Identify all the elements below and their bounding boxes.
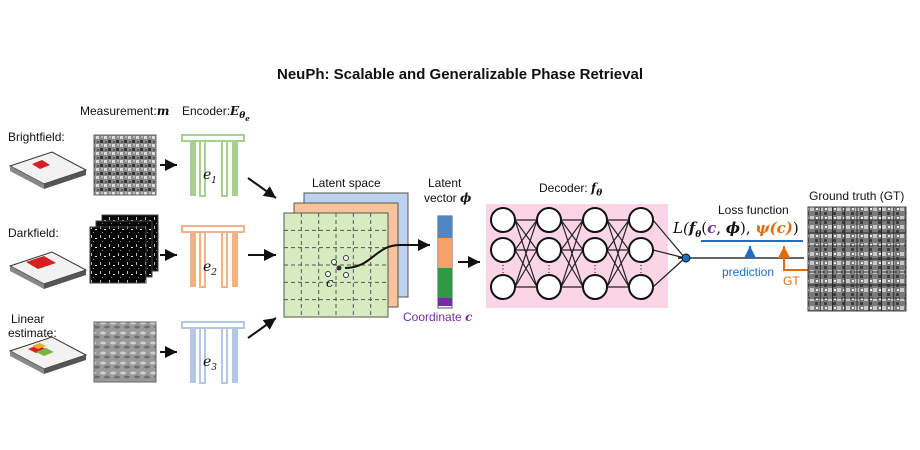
decoder-neuron xyxy=(628,274,654,300)
decoder-connection xyxy=(560,249,584,288)
decoder-neuron xyxy=(628,207,654,233)
coordinate-word: Coordinate xyxy=(403,310,462,324)
linear-label-line1: Linear xyxy=(11,312,45,326)
loss-f-sub: θ xyxy=(695,230,702,240)
encoder-2-block xyxy=(181,225,245,288)
loss-open: ( xyxy=(701,219,708,237)
brightfield-label: Brightfield: xyxy=(8,130,65,144)
decoder-label: Decoder: xyxy=(539,181,588,195)
loss-close: ), xyxy=(739,219,756,237)
decoder-neuron xyxy=(490,237,516,263)
decoder-output-node xyxy=(681,253,691,263)
decoder-neuron xyxy=(582,274,608,300)
latent-vector-symbol: ϕ xyxy=(460,191,472,205)
decoder-connection xyxy=(514,219,538,288)
decoder-connection xyxy=(606,249,630,288)
decoder-output-connection xyxy=(652,249,686,259)
encoder-3-symbol: e xyxy=(203,354,212,370)
brightfield-measurement-image xyxy=(93,134,157,196)
measurement-label: Measurement: xyxy=(80,104,157,118)
latent-vector-bar xyxy=(437,215,453,309)
ground-truth-title: Ground truth (GT) xyxy=(809,189,905,203)
encoder-heading: Encoder:Eθe xyxy=(182,105,250,122)
loss-end: ) xyxy=(792,219,799,237)
latent-to-vector-arrow xyxy=(344,239,430,269)
decoder-symbol: f xyxy=(591,181,597,195)
encoder-1-output: e1 xyxy=(203,168,217,186)
gt-label: GT xyxy=(783,274,800,288)
latent-sample-points xyxy=(325,255,349,278)
darkfield-label: Darkfield: xyxy=(8,226,59,240)
encoder-3-output: e3 xyxy=(203,355,217,373)
encoder-2-output: e2 xyxy=(203,260,217,278)
decoder-connection xyxy=(514,219,538,251)
decoder-neuron xyxy=(536,237,562,263)
diagram-title: NeuPh: Scalable and Generalizable Phase … xyxy=(277,66,643,83)
measurement-symbol: m xyxy=(156,104,170,118)
loss-c: c xyxy=(707,219,717,237)
prediction-label: prediction xyxy=(722,265,775,279)
decoder-network: ⋮ ⋮ ⋮ ⋮ xyxy=(490,207,691,300)
loss-expression: L(fθ(c, ϕ), ψ(c)) xyxy=(673,221,799,240)
decoder-output-connection xyxy=(652,257,686,288)
decoder-ellipsis: ⋮ xyxy=(636,264,646,275)
decoder-output-connection xyxy=(652,219,686,259)
decoder-neuron xyxy=(536,274,562,300)
decoder-connection xyxy=(606,219,630,288)
encoder-label: Encoder: xyxy=(182,104,231,118)
decoder-heading: Decoder: fθ xyxy=(539,182,602,198)
encoder-1-block xyxy=(181,134,245,197)
encoder-subsubscript: e xyxy=(245,114,250,124)
latent-space-label: Latent space xyxy=(312,176,381,190)
decoder-neuron xyxy=(628,237,654,263)
loss-function-label: Loss function xyxy=(718,203,789,217)
darkfield-measurement-stack xyxy=(89,214,159,284)
loss-f: f xyxy=(688,219,696,237)
decoder-connection xyxy=(560,219,584,288)
measurement-heading: Measurement:m xyxy=(80,105,169,117)
loss-comma: , xyxy=(716,219,726,237)
decoder-neuron xyxy=(582,237,608,263)
latent-vector-word: vector xyxy=(424,191,457,205)
decoder-neuron xyxy=(536,207,562,233)
encoder-symbol: E xyxy=(230,104,240,118)
encoder-2-symbol: e xyxy=(203,259,212,275)
encoder-3-block xyxy=(181,321,245,384)
coordinate-label: Coordinate c xyxy=(403,311,472,323)
darkfield-sample-plate xyxy=(8,251,88,289)
decoder-ellipsis: ⋮ xyxy=(544,264,554,275)
decoder-neuron xyxy=(490,274,516,300)
latent-space-stack xyxy=(283,192,409,318)
encoder-1-symbol: e xyxy=(203,167,212,183)
loss-prefix: L( xyxy=(673,219,689,237)
encoder-2-index: 2 xyxy=(211,267,218,278)
encoder-1-index: 1 xyxy=(211,175,218,186)
latent-vector-label-line2: vector ϕ xyxy=(424,192,471,204)
loss-psi: ψ(c) xyxy=(755,219,793,237)
latent-point-label: c xyxy=(326,276,334,291)
decoder-subscript: θ xyxy=(596,188,603,199)
linear-estimate-sample-plate xyxy=(8,336,88,374)
coordinate-symbol: c xyxy=(465,310,473,324)
decoder-neuron xyxy=(490,207,516,233)
encoder-3-index: 3 xyxy=(211,362,218,373)
linear-estimate-measurement-image xyxy=(93,321,157,383)
encoder-subscript: θ xyxy=(239,111,246,122)
latent-vector-label-line1: Latent xyxy=(428,176,462,190)
decoder-connection xyxy=(560,219,584,251)
linear-label-line2: estimate: xyxy=(8,326,57,340)
decoder-connection xyxy=(514,249,538,288)
decoder-connection xyxy=(606,219,630,251)
decoder-ellipsis: ⋮ xyxy=(590,264,600,275)
loss-phi: ϕ xyxy=(725,219,740,237)
decoder-ellipsis: ⋮ xyxy=(498,264,508,275)
brightfield-sample-plate xyxy=(8,151,88,189)
decoder-neuron xyxy=(582,207,608,233)
